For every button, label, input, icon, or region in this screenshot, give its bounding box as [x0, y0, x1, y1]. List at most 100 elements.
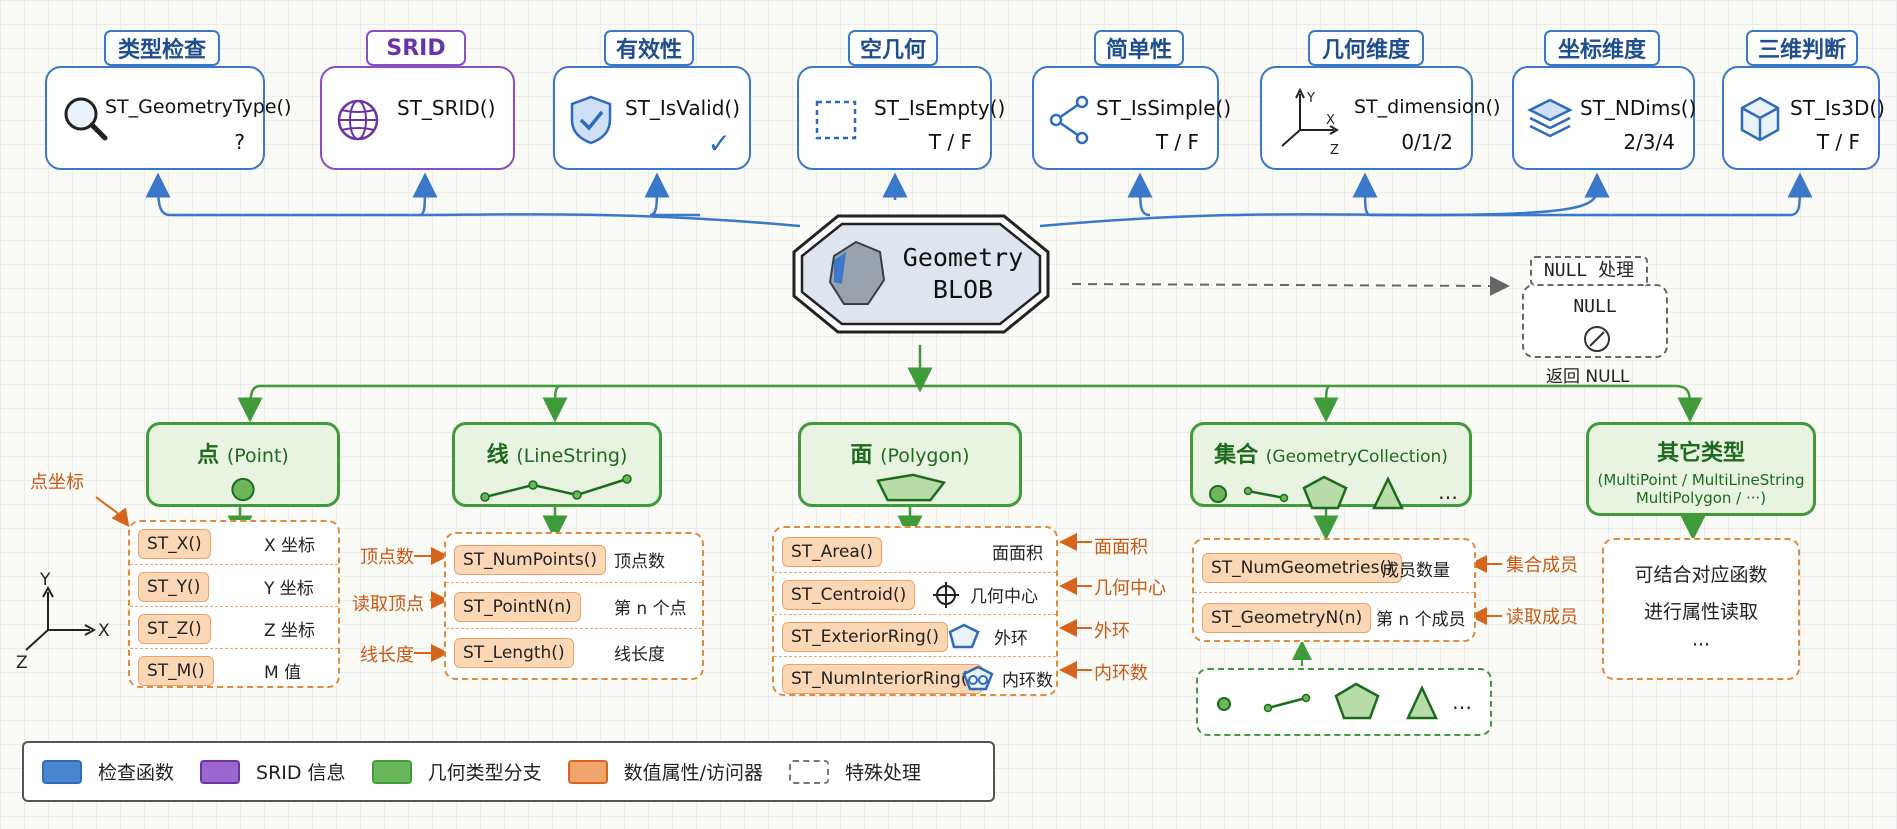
y-axis-letter: Y — [39, 570, 51, 590]
accessor-desc: 内环数 — [1002, 671, 1053, 691]
legend-item-geometry-branch: 几何类型分支 — [371, 758, 554, 785]
accessor-row[interactable]: ST_PointN(n)第 n 个点 — [446, 582, 702, 629]
tag-3d-check: 三维判断 — [1746, 30, 1858, 66]
polygon-accessor-list: ST_Area()面面积 ST_Centroid() 几何中心 ST_Exter… — [772, 526, 1058, 696]
st-is3d-box[interactable]: ST_Is3D() T / F — [1722, 66, 1885, 170]
tag-srid: SRID — [366, 30, 466, 66]
legend-label: 几何类型分支 — [427, 762, 542, 784]
note-line3: ··· — [1691, 634, 1711, 656]
linestring-accessor-list: ST_NumPoints() 顶点数 ST_PointN(n)第 n 个点 ST_… — [444, 532, 704, 680]
x-axis-letter: X — [1326, 113, 1335, 128]
branch-polygon[interactable]: 面 (Polygon) — [798, 422, 1022, 507]
collection-shapes-icon — [1209, 475, 1404, 510]
xyz-axes-icon: Y X Z — [16, 570, 110, 670]
branch-linestring[interactable]: 线 (LineString) — [452, 422, 662, 507]
null-circle-icon — [1584, 326, 1610, 352]
accessor-desc: 顶点数 — [614, 552, 665, 572]
accessor-desc: 线长度 — [614, 645, 665, 665]
st-dimension-box[interactable]: Y X Z ST_dimension() 0/1/2 — [1260, 66, 1500, 170]
st-srid-box[interactable]: ST_SRID() — [320, 66, 515, 170]
legend-label: 检查函数 — [98, 762, 175, 784]
st-issimple-box[interactable]: ST_IsSimple() T / F — [1032, 66, 1231, 170]
accessor-desc: M 值 — [264, 663, 302, 683]
legend-label: SRID 信息 — [256, 762, 346, 784]
function-pill: ST_M() — [138, 656, 214, 686]
note-line2: 进行属性读取 — [1643, 601, 1758, 623]
legend-item-srid: SRID 信息 — [200, 758, 358, 785]
accessor-row[interactable]: ST_Area()面面积 — [774, 530, 1056, 572]
branch-point[interactable]: 点 (Point) — [146, 422, 340, 507]
st-isvalid-box[interactable]: ST_IsValid() ✓ — [553, 66, 751, 170]
function-pill: ST_NumPoints() — [454, 545, 607, 575]
shield-check-icon — [570, 95, 612, 145]
accessor-row[interactable]: ST_NumPoints() 顶点数 — [446, 536, 702, 582]
accessor-row[interactable]: ST_ExteriorRing() 外环 — [774, 614, 1056, 657]
function-pill: ST_Z() — [138, 614, 211, 644]
accessor-row[interactable]: ST_Y()Y 坐标 — [130, 564, 338, 607]
layers-icon — [1527, 98, 1573, 138]
linestring-icon — [480, 474, 632, 502]
accessor-row[interactable]: ST_NumInteriorRing() 内环数 — [774, 656, 1056, 699]
z-axis-letter: Z — [1330, 143, 1339, 158]
legend-swatch — [42, 759, 82, 784]
accessor-desc: 几何中心 — [970, 587, 1038, 607]
hub-title-line1: Geometry — [902, 243, 1024, 272]
label-exterior-ring: 外环 — [1094, 621, 1130, 642]
null-value: NULL — [1573, 296, 1617, 317]
hub-title-line2: BLOB — [932, 275, 994, 304]
point-accessor-list: ST_X()X 坐标 ST_Y()Y 坐标 ST_Z()Z 坐标 ST_M() M… — [128, 520, 340, 688]
result-value: T / F — [1816, 130, 1860, 154]
branch-title: 集合 — [1214, 443, 1259, 468]
branch-subtitle-line2: MultiPolygon / ···) — [1635, 489, 1767, 507]
legend-label: 特殊处理 — [844, 762, 921, 784]
y-axis-letter: Y — [1306, 91, 1315, 106]
crosshair-icon — [933, 582, 959, 608]
function-pill: ST_X() — [138, 529, 211, 559]
legend-item-accessors: 数值属性/访问器 — [567, 758, 775, 785]
branch-title-en: (LineString) — [516, 445, 628, 467]
more-ellipsis: … — [1438, 480, 1458, 504]
legend-label: 数值属性/访问器 — [623, 762, 763, 784]
st-geometrytype-box[interactable]: ST_GeometryType() ? — [45, 66, 291, 170]
st-ndims-box[interactable]: ST_NDims() 2/3/4 — [1512, 66, 1696, 170]
legend-swatch — [200, 759, 241, 784]
accessor-row[interactable]: ST_GeometryN(n)第 n 个成员 — [1194, 592, 1474, 639]
label-interior-ring-count: 内环数 — [1094, 663, 1148, 684]
result-value: T / F — [1155, 130, 1199, 154]
legend-item-check-functions: 检查函数 — [42, 758, 186, 785]
accessor-row[interactable]: ST_X()X 坐标 — [130, 522, 338, 564]
z-axis-letter: Z — [16, 653, 28, 670]
function-name: ST_IsEmpty() — [874, 96, 1006, 120]
tag-type-check: 类型检查 — [104, 30, 220, 66]
null-handling-box: NULL — [1522, 284, 1668, 358]
function-pill: ST_Centroid() — [782, 580, 916, 610]
magnifier-icon — [64, 97, 108, 141]
accessor-row[interactable]: ST_M() M 值 — [130, 648, 338, 691]
accessor-row[interactable]: ST_Length() 线长度 — [446, 628, 702, 675]
accessor-desc: 外环 — [994, 629, 1028, 649]
tag-coordinate-dimension: 坐标维度 — [1544, 30, 1660, 66]
label-centroid: 几何中心 — [1094, 578, 1166, 599]
point-icon — [231, 477, 255, 502]
label-line-length: 线长度 — [360, 645, 414, 666]
branch-title: 其它类型 — [1656, 441, 1745, 466]
function-pill: ST_Length() — [454, 638, 574, 668]
accessor-row[interactable]: ST_NumGeometries()成员数量 — [1194, 546, 1474, 592]
legend-swatch — [788, 759, 829, 784]
accessor-row[interactable]: ST_Centroid() 几何中心 — [774, 572, 1056, 615]
function-name: ST_SRID() — [397, 96, 496, 120]
accessor-row[interactable]: ST_Z()Z 坐标 — [130, 606, 338, 649]
branch-subtitle-line1: (MultiPoint / MultiLineString — [1597, 471, 1805, 489]
branch-title-en: (Point) — [226, 445, 289, 467]
result-value: 0/1/2 — [1401, 130, 1453, 154]
result-value: T / F — [928, 130, 972, 154]
note-line1: 可结合对应函数 — [1634, 564, 1768, 586]
function-name: ST_Is3D() — [1790, 96, 1885, 120]
branch-geometry-collection[interactable]: 集合 (GeometryCollection) … — [1190, 422, 1472, 510]
st-isempty-box[interactable]: ST_IsEmpty() T / F — [797, 66, 1005, 170]
legend-swatch — [567, 759, 608, 784]
globe-icon — [337, 99, 379, 141]
branch-other-types[interactable]: 其它类型 (MultiPoint / MultiLineString Multi… — [1586, 422, 1816, 516]
branch-title: 点 — [197, 443, 220, 468]
tag-geometry-dimension: 几何维度 — [1308, 30, 1424, 66]
